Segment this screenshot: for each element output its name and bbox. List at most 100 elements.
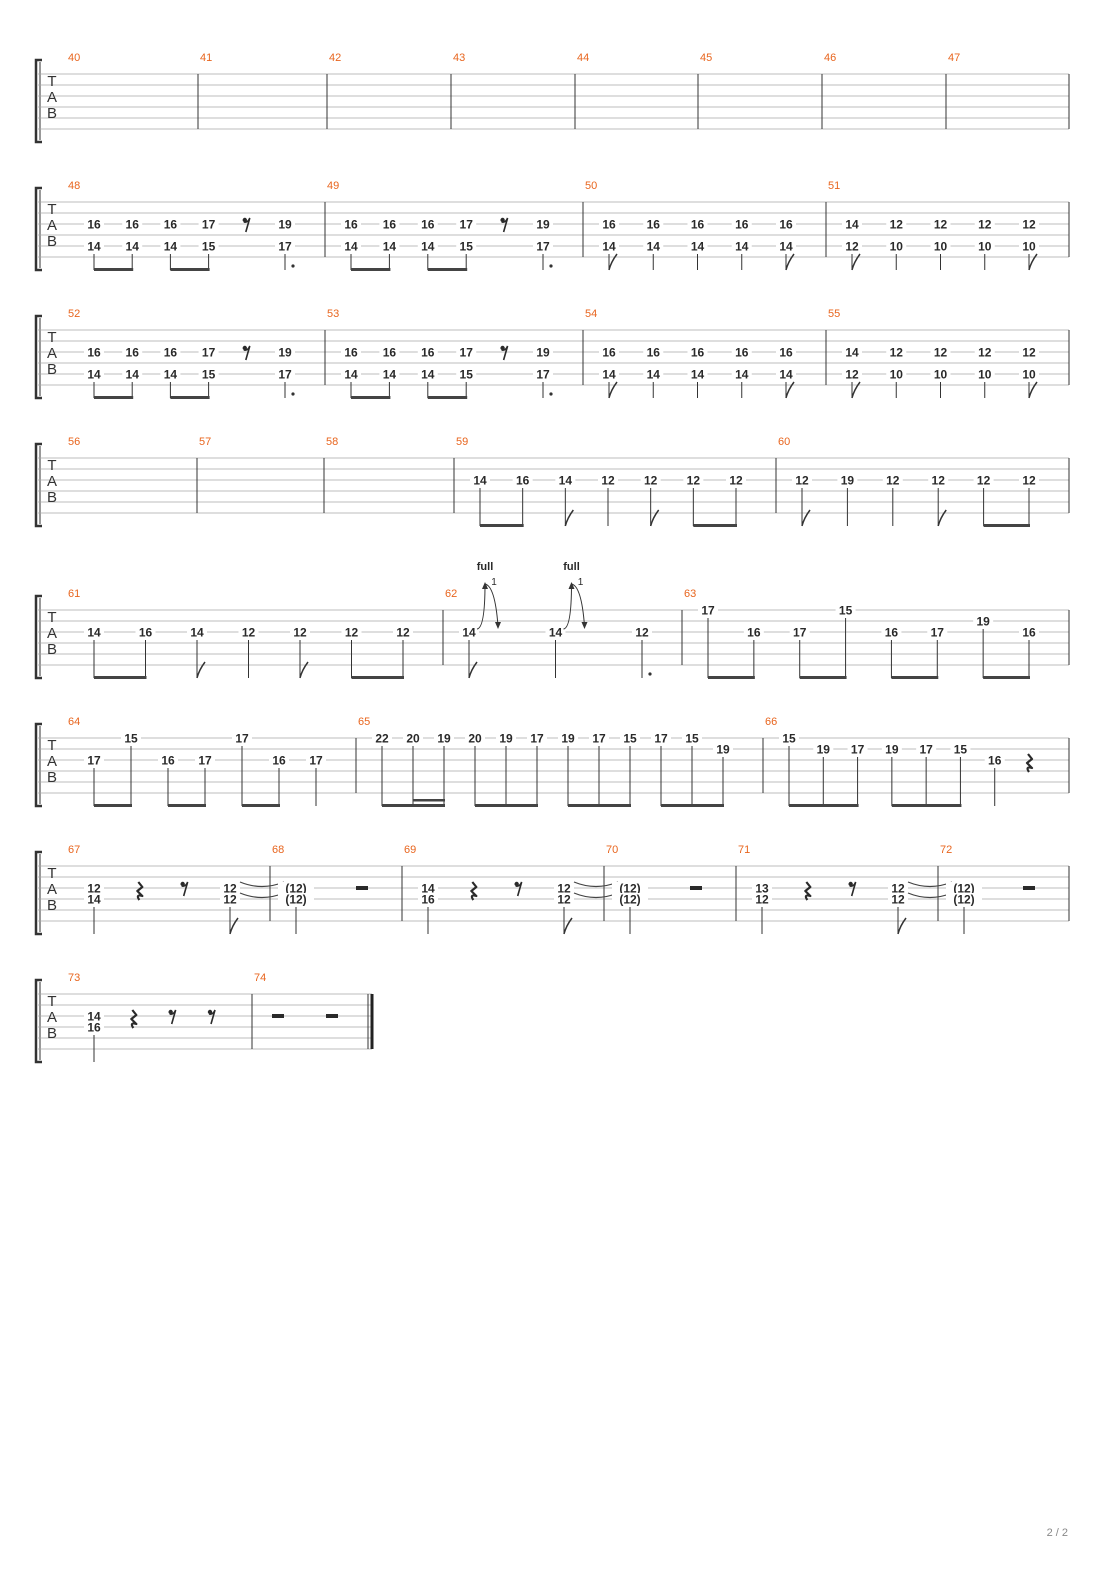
eighth-flag: [785, 381, 795, 399]
fret-number: 14: [421, 240, 435, 254]
fret-number: 12: [977, 474, 991, 488]
fret-number: 17: [536, 240, 550, 254]
tab-clef-letter: A: [47, 1009, 57, 1026]
fret-number: 12: [890, 218, 904, 232]
beam: [351, 268, 391, 271]
tab-clef-letter: A: [47, 753, 57, 770]
fret-number: 17: [530, 732, 544, 746]
fret-number: 14: [164, 240, 178, 254]
fret-bg: [555, 474, 576, 486]
fret-number: 17: [851, 743, 865, 757]
beam: [983, 676, 1030, 679]
fret-number: 16: [344, 346, 358, 360]
fret-bg: [776, 218, 796, 230]
tie: [573, 881, 619, 888]
fret-number: 14: [549, 626, 563, 640]
tab-clef-letter: T: [47, 865, 56, 882]
fret-bg: [417, 240, 438, 252]
fret-number: 16: [164, 346, 178, 360]
fret-number: 14: [421, 882, 435, 896]
measure-41: 41: [200, 52, 328, 129]
measure-number: 53: [327, 308, 339, 320]
eighth-rest-dot: [168, 1009, 173, 1015]
fret-bg: [379, 240, 400, 252]
fret-bg: [776, 368, 796, 380]
measure-number: 60: [778, 436, 790, 448]
eighth-rest-dot: [500, 345, 505, 351]
fret-number: 16: [87, 218, 101, 232]
beam: [382, 804, 445, 807]
fret-number: 12: [345, 626, 359, 640]
fret-number: 12: [242, 626, 256, 640]
system-bracket: [34, 722, 42, 808]
measure-68: 68(12)(12): [272, 844, 403, 934]
fret-number: 15: [782, 732, 796, 746]
beam: [170, 396, 210, 399]
fret-bg: [158, 754, 178, 766]
fret-number: 14: [87, 626, 101, 640]
fret-number: 14: [735, 240, 749, 254]
half-rest: [356, 886, 368, 890]
measure-number: 47: [948, 52, 960, 64]
tie: [239, 881, 285, 888]
fret-bg: [973, 615, 994, 627]
fret-number: 14: [647, 240, 661, 254]
fret-bg: [554, 882, 574, 894]
fret-bg: [160, 218, 181, 230]
fret-bg: [698, 604, 718, 616]
measure-45: 45: [700, 52, 823, 129]
fret-bg: [220, 893, 240, 905]
fret-number: 14: [383, 240, 397, 254]
system-bracket: [34, 186, 42, 272]
fret-bg: [886, 368, 907, 380]
beam: [983, 524, 1030, 527]
fret-bg: [290, 626, 310, 638]
fret-number: 19: [437, 732, 451, 746]
fret-number: 12: [978, 218, 992, 232]
half-rest: [272, 1014, 284, 1018]
fret-bg: [640, 474, 661, 486]
beam: [94, 396, 134, 399]
fret-number: 10: [890, 240, 904, 254]
fret-bg: [122, 368, 143, 380]
fret-number: 16: [383, 218, 397, 232]
bend-arrowhead: [568, 582, 575, 589]
fret-bg: [379, 218, 400, 230]
fret-number: 10: [1022, 240, 1036, 254]
eighth-rest-dot: [848, 881, 853, 887]
fret-number: 14: [87, 1010, 101, 1024]
tab-clef-letter: B: [47, 105, 57, 122]
fret-number: 16: [161, 754, 175, 768]
eighth-flag: [608, 253, 618, 271]
fret-number: 16: [126, 218, 140, 232]
fret-number: 15: [124, 732, 138, 746]
measure-number: 57: [199, 436, 211, 448]
fret-number: 19: [278, 218, 292, 232]
quarter-rest: [136, 881, 144, 901]
fret-number: 15: [202, 240, 216, 254]
measure-number: 40: [68, 52, 80, 64]
release-arrowhead: [581, 622, 588, 629]
fret-bg: [533, 346, 553, 358]
fret-number: 14: [462, 626, 476, 640]
fret-number: 12: [891, 893, 905, 907]
measure-46: 46: [824, 52, 947, 129]
measure-number: 70: [606, 844, 618, 856]
fret-bg: [417, 346, 438, 358]
beam: [799, 676, 847, 679]
fret-bg: [776, 240, 796, 252]
fret-number: 16: [1022, 626, 1036, 640]
eighth-rest-stem: [169, 1009, 177, 1025]
eighth-flag: [299, 661, 309, 679]
measure-number: 72: [940, 844, 952, 856]
fret-number: 12: [635, 626, 649, 640]
beam: [351, 396, 391, 399]
quarter-rest: [130, 1009, 138, 1029]
measure-58: 58: [326, 436, 455, 513]
measure-number: 64: [68, 716, 80, 728]
